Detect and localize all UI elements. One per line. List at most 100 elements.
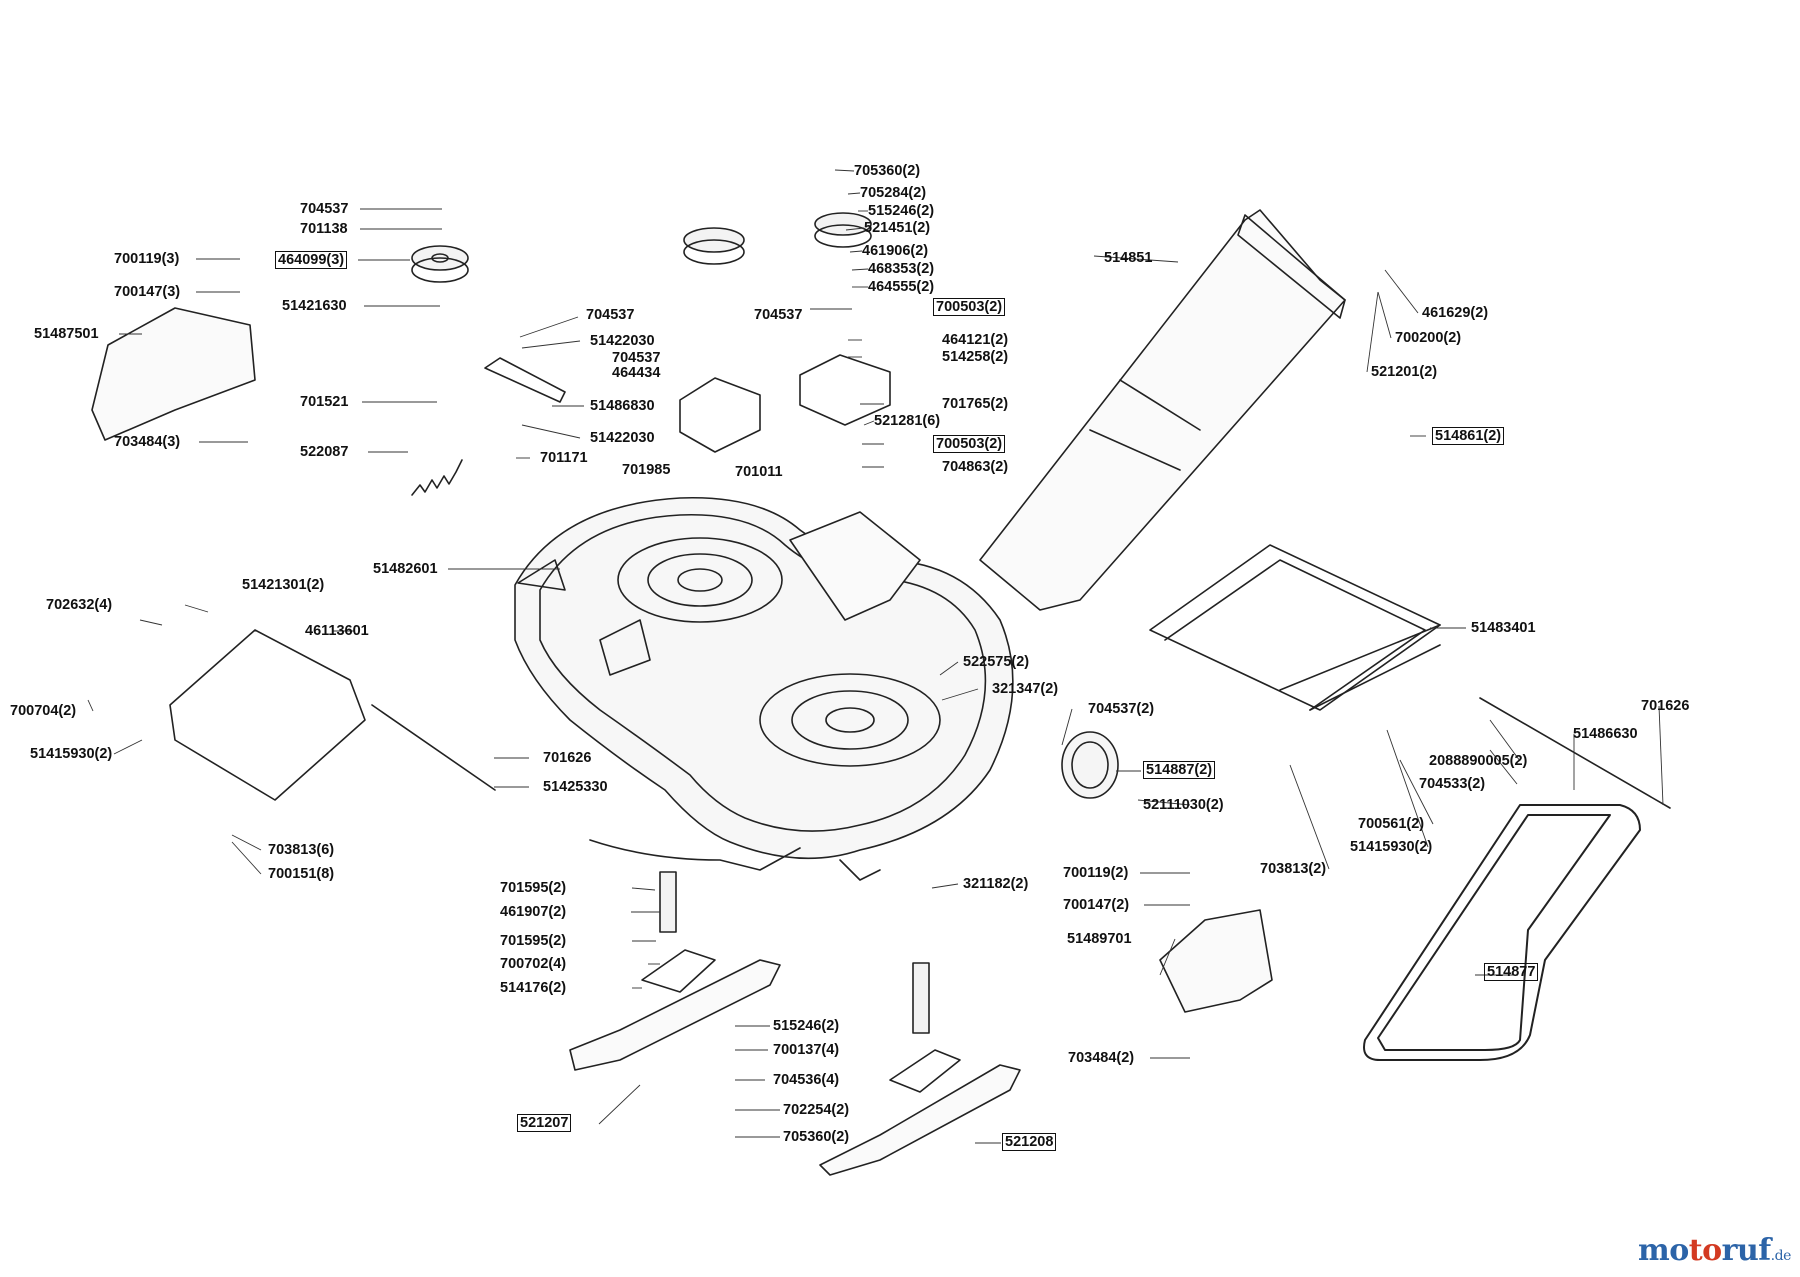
- part-label: 464121(2): [942, 332, 1009, 348]
- part-label: 700147(2): [1063, 897, 1130, 913]
- rod-701626-left: [371, 704, 496, 791]
- part-label: 2088890005(2): [1429, 753, 1528, 769]
- part-label: 701626: [543, 750, 592, 766]
- blade-adapter-right: [889, 1049, 961, 1093]
- part-label: 51486630: [1573, 726, 1638, 742]
- part-label-boxed: 521207: [517, 1114, 572, 1132]
- part-label: 705360(2): [783, 1129, 850, 1145]
- part-label: 703484(2): [1068, 1050, 1135, 1066]
- part-label: 700119(3): [114, 251, 180, 267]
- part-label: 704537(2): [1088, 701, 1155, 717]
- part-label: 515246(2): [773, 1018, 840, 1034]
- part-label: 701595(2): [500, 933, 567, 949]
- part-label: 464434: [612, 365, 661, 381]
- part-label: 701521: [300, 394, 349, 410]
- part-label: 521451(2): [864, 220, 931, 236]
- spindle-shaft-right: [912, 962, 930, 1034]
- part-label: 51489701: [1067, 931, 1132, 947]
- part-label: 514176(2): [500, 980, 567, 996]
- part-label: 700200(2): [1395, 330, 1462, 346]
- part-label: 522575(2): [963, 654, 1030, 670]
- pulley-464099: [411, 245, 469, 283]
- deck-chute: [789, 511, 921, 621]
- grass-chute-514851: [979, 209, 1346, 611]
- part-label: 51422030: [590, 430, 655, 446]
- part-label-boxed: 521208: [1002, 1133, 1057, 1151]
- part-label: 51425330: [543, 779, 608, 795]
- part-label: 321347(2): [992, 681, 1059, 697]
- part-label: 464555(2): [868, 279, 935, 295]
- part-label: 700702(4): [500, 956, 567, 972]
- part-label-boxed: 514877: [1484, 963, 1539, 981]
- mower-deck: [514, 496, 1014, 881]
- part-label: 521281(6): [874, 413, 941, 429]
- part-label: 700119(2): [1063, 865, 1129, 881]
- chute-frame-51483401: [1149, 544, 1441, 711]
- part-label: 51415930(2): [30, 746, 113, 762]
- part-label: 700137(4): [773, 1042, 840, 1058]
- tensioner-arm-51486830: [484, 357, 566, 403]
- pulley-center: [683, 227, 745, 265]
- part-label: 704863(2): [942, 459, 1009, 475]
- part-label: 51486830: [590, 398, 655, 414]
- part-label: 51487501: [34, 326, 99, 342]
- part-label: 51422030: [590, 333, 655, 349]
- part-label: 703813(2): [1260, 861, 1327, 877]
- motoruf-watermark: motoruf.de: [1638, 1233, 1791, 1268]
- part-label: 700561(2): [1358, 816, 1425, 832]
- part-label: 701985: [622, 462, 671, 478]
- part-label: 702254(2): [783, 1102, 850, 1118]
- spring-522087: [411, 459, 463, 496]
- part-label: 52111030(2): [1143, 797, 1224, 813]
- blade-adapter-514176: [641, 949, 716, 993]
- part-label: 522087: [300, 444, 349, 460]
- part-label: 704533(2): [1419, 776, 1486, 792]
- part-label: 701011: [735, 464, 783, 480]
- part-label: 704536(4): [773, 1072, 840, 1088]
- part-label: 514851: [1104, 250, 1153, 266]
- part-label: 701626: [1641, 698, 1690, 714]
- part-label: 705284(2): [860, 185, 927, 201]
- part-label: 51421301(2): [242, 577, 325, 593]
- part-label: 514258(2): [942, 349, 1009, 365]
- part-label: 521201(2): [1371, 364, 1438, 380]
- spindle-shaft-left: [659, 871, 677, 933]
- blade-521208: [819, 1064, 1021, 1176]
- part-label: 704537: [300, 201, 349, 217]
- part-label-boxed: 514887(2): [1143, 761, 1216, 779]
- part-label: 700151(8): [268, 866, 335, 882]
- part-label: 703813(6): [268, 842, 335, 858]
- part-label: 51483401: [1471, 620, 1536, 636]
- part-label: 51415930(2): [1350, 839, 1433, 855]
- rod-701626-right: [1479, 697, 1671, 809]
- part-label: 51482601: [373, 561, 438, 577]
- blade-521207: [569, 959, 781, 1071]
- bracket-46113601: [169, 629, 366, 801]
- part-label-boxed: 700503(2): [933, 298, 1006, 316]
- part-label-boxed: 464099(3): [275, 251, 348, 269]
- spindle-housing-514258: [799, 354, 891, 426]
- wheel-514887: [1061, 731, 1119, 799]
- spindle-housing-464434: [679, 377, 761, 453]
- belt-guard-51487501: [91, 307, 256, 441]
- part-label: 704537: [586, 307, 635, 323]
- part-label: 703484(3): [114, 434, 181, 450]
- part-label: 705360(2): [854, 163, 921, 179]
- part-label: 701138: [300, 221, 348, 237]
- part-label: 704537: [754, 307, 803, 323]
- part-label: 461906(2): [862, 243, 929, 259]
- part-label: 461907(2): [500, 904, 567, 920]
- part-label: 700704(2): [10, 703, 77, 719]
- part-label: 468353(2): [868, 261, 935, 277]
- part-label: 51421630: [282, 298, 347, 314]
- part-label: 461629(2): [1422, 305, 1489, 321]
- part-label-boxed: 514861(2): [1432, 427, 1505, 445]
- part-label: 701171: [540, 450, 588, 466]
- part-label: 704537: [612, 350, 661, 366]
- part-label-boxed: 700503(2): [933, 435, 1006, 453]
- pulley-521451: [814, 212, 872, 248]
- drive-belt-514877: [1363, 804, 1641, 1061]
- part-label: 702632(4): [46, 597, 113, 613]
